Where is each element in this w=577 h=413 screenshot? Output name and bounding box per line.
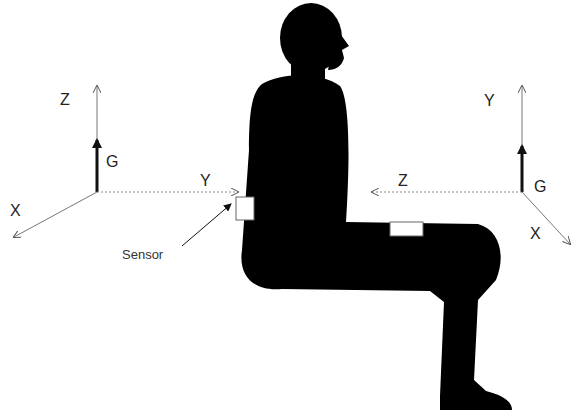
axis-label: Y (484, 93, 495, 109)
axis-label: G (534, 179, 546, 195)
left-axes (14, 86, 238, 237)
leader-line (182, 204, 231, 246)
axis-label: Y (200, 173, 211, 189)
seated-person-silhouette (241, 3, 512, 410)
back-sensor (236, 197, 254, 220)
callout-label: Sensor (122, 248, 163, 261)
axis-label: X (10, 203, 21, 219)
axis-label: Z (60, 92, 70, 108)
axis-label: X (530, 226, 541, 242)
axis-label: Z (398, 173, 408, 189)
right-axes (372, 86, 570, 244)
axis-label: G (106, 154, 118, 170)
thigh-sensor (390, 222, 423, 236)
